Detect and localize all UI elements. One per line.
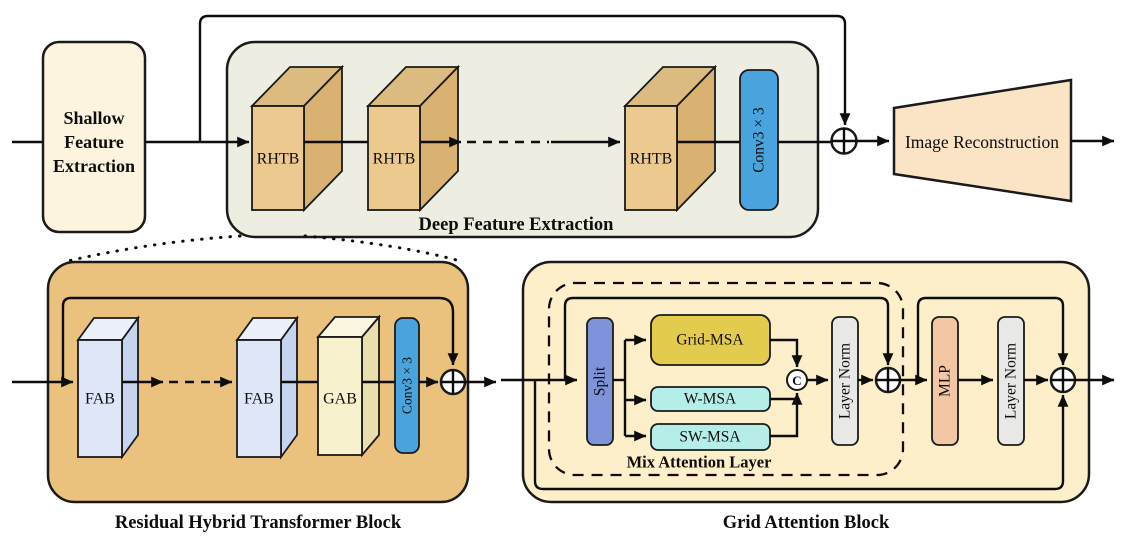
- sw-msa-label: SW-MSA: [679, 429, 741, 446]
- fab2-side-face: [280, 315, 298, 460]
- split-label: Split: [592, 366, 609, 396]
- deep-conv3x3-label: Conv3 × 3: [751, 107, 768, 173]
- attention-residual-line: [563, 296, 894, 380]
- expansion-dotted-line-right: [303, 234, 462, 263]
- fab1-side-face: [121, 315, 139, 460]
- concat-label: C: [792, 373, 801, 388]
- layer-norm1-label: Layer Norm: [837, 343, 854, 419]
- fab2-label: FAB: [244, 391, 274, 408]
- mix-attention-layer-label: Mix Attention Layer: [627, 453, 772, 472]
- grid-msa-label: Grid-MSA: [676, 332, 744, 349]
- concat-icon: C: [786, 369, 808, 391]
- split-box: [586, 317, 614, 446]
- rhtb1-front-face: [251, 105, 305, 211]
- rhtb-box-3: RHTB: [622, 64, 718, 213]
- gab-front-face: [317, 336, 363, 456]
- gab-block-caption: Grid Attention Block: [723, 513, 890, 533]
- rhtb-skip-connection-line: [61, 296, 459, 382]
- rhtb-block-caption: Residual Hybrid Transformer Block: [115, 513, 402, 533]
- grid-msa-out-line: [770, 338, 803, 368]
- mlp-residual-line: [916, 296, 1069, 380]
- fab-box-2: FAB: [235, 315, 299, 460]
- w-msa-label: W-MSA: [684, 391, 737, 408]
- fab-box-1: FAB: [76, 315, 140, 460]
- fab2-front-face: [236, 339, 282, 458]
- expansion-dotted-line-left: [66, 234, 242, 263]
- shallow-feature-extraction-box: [41, 40, 147, 234]
- rhtb3-front-face: [624, 105, 678, 211]
- sw-msa-out-line: [770, 392, 803, 438]
- rhtb-conv3x3-box: [394, 317, 420, 454]
- rhtb2-front-face: [367, 105, 421, 211]
- gab-label: GAB: [323, 391, 357, 408]
- rhtb1-label: RHTB: [257, 151, 300, 168]
- shallow-label-line2: Feature: [64, 132, 124, 152]
- rhtb2-label: RHTB: [373, 151, 416, 168]
- fab1-front-face: [77, 339, 123, 458]
- gab-box: GAB: [316, 314, 381, 458]
- gab-add1-icon: [874, 366, 902, 394]
- image-reconstruction-label: Image Reconstruction: [905, 132, 1059, 152]
- grid-attention-block: Split Grid-MSA W-MSA SW-MSA C Layer Norm: [501, 260, 1115, 533]
- rhtb-box-2: RHTB: [365, 64, 461, 213]
- fab1-label: FAB: [85, 391, 115, 408]
- rhtb-box-1: RHTB: [249, 64, 345, 213]
- global-skip-connection-line: [198, 14, 851, 142]
- top-pipeline: Deep Feature Extraction Shallow Feature …: [12, 14, 1115, 239]
- gab-add2-icon: [1049, 366, 1077, 394]
- image-reconstruction-box: [892, 78, 1073, 203]
- rhtb-detail-block: FAB FAB GAB Conv3 × 3: [12, 260, 497, 533]
- mlp-label: MLP: [937, 365, 954, 397]
- deep-feature-extraction-label: Deep Feature Extraction: [419, 215, 615, 235]
- shallow-label-line1: Shallow: [63, 108, 124, 128]
- rhtb-conv3x3-label: Conv3 × 3: [400, 357, 415, 414]
- gab-outer-residual-line: [533, 380, 1069, 491]
- add-icon: [830, 127, 858, 155]
- rhtb3-label: RHTB: [630, 151, 673, 168]
- shallow-label-line3: Extraction: [53, 156, 135, 176]
- gab-side-face: [361, 314, 380, 458]
- deep-conv3x3-box: [739, 69, 779, 211]
- rhtb-add-icon: [439, 368, 467, 396]
- layer-norm2-label: Layer Norm: [1003, 343, 1020, 419]
